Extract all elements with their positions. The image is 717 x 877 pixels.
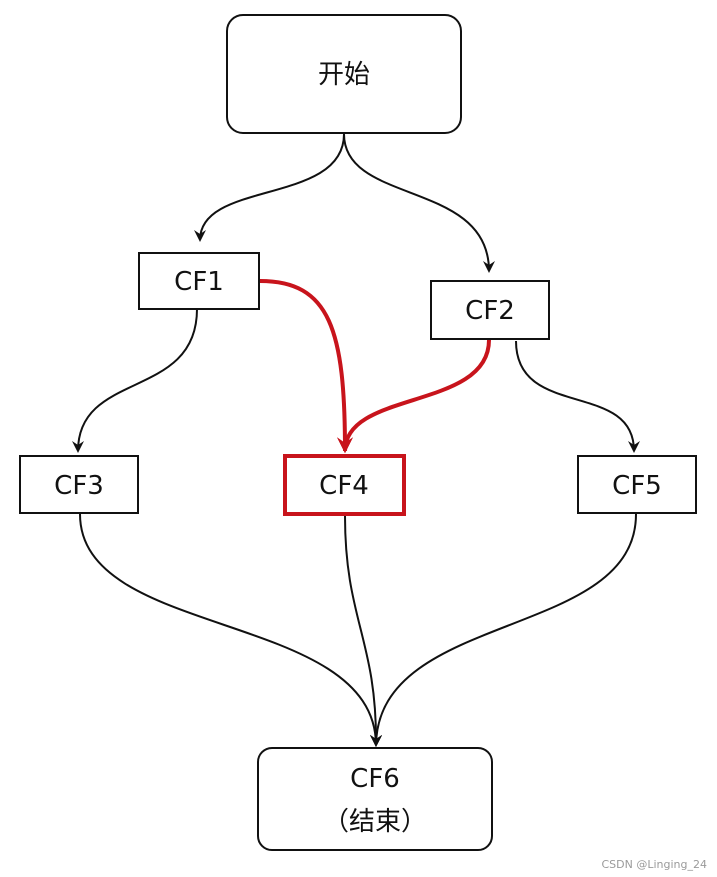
node-cf4: CF4 xyxy=(283,454,406,516)
node-cf2: CF2 xyxy=(430,280,550,340)
edge-cf1-cf4 xyxy=(259,279,353,454)
node-cf6: CF6 （结束） xyxy=(257,747,493,851)
edges xyxy=(72,133,640,747)
edge-cf3-cf6 xyxy=(79,513,382,747)
edge-cf4-cf6 xyxy=(344,515,383,747)
edge-cf1-cf3 xyxy=(72,308,198,453)
edge-start-cf2 xyxy=(343,133,495,273)
edge-cf2-cf4 xyxy=(337,339,491,454)
node-cf6-label-line2: （结束） xyxy=(323,807,427,837)
edge-start-cf1 xyxy=(194,133,345,242)
node-cf3-label: CF3 xyxy=(54,471,104,501)
node-cf3: CF3 xyxy=(19,455,139,514)
node-start-label: 开始 xyxy=(318,60,370,90)
node-cf2-label: CF2 xyxy=(465,296,515,326)
node-cf5-label: CF5 xyxy=(612,471,662,501)
node-cf4-label: CF4 xyxy=(319,471,369,501)
node-cf5: CF5 xyxy=(577,455,697,514)
edge-cf2-cf5 xyxy=(515,340,640,453)
watermark-text: CSDN @Linging_24 xyxy=(601,858,707,871)
node-cf6-label-line1: CF6 xyxy=(350,764,400,794)
node-cf1: CF1 xyxy=(138,252,260,310)
edge-cf5-cf6 xyxy=(370,513,637,747)
node-start: 开始 xyxy=(226,14,462,134)
node-cf1-label: CF1 xyxy=(174,267,224,297)
